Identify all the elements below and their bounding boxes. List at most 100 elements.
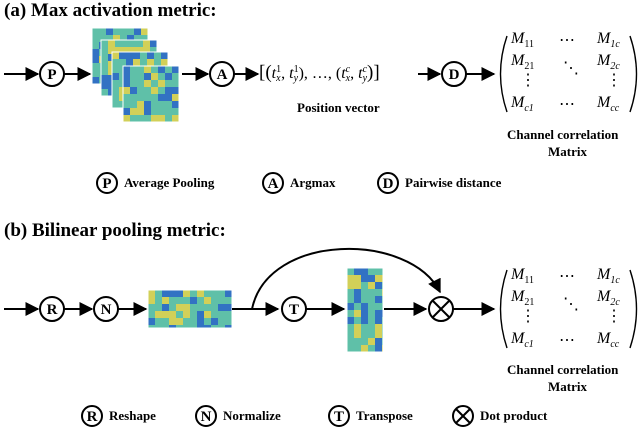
node-pool-letter: P (47, 67, 56, 83)
matrix-b-m11: M11 (511, 266, 534, 287)
heatmap-cell (162, 325, 169, 328)
heatmap-cell (225, 311, 232, 318)
heatmap-cell (361, 275, 368, 282)
matrix-b-m21: M21 (511, 288, 535, 309)
heatmap-cell (172, 115, 179, 122)
heatmap-cell (108, 40, 115, 47)
heatmap-cell (361, 303, 368, 310)
heatmap-cell (148, 311, 155, 318)
heatmap-cell (119, 59, 126, 66)
heatmap-cell (137, 73, 144, 80)
legend-a-argmax-icon: A (262, 172, 284, 194)
heatmap-cell (190, 297, 197, 304)
heatmap-cell (218, 311, 225, 318)
heatmap-cell (101, 89, 108, 96)
heatmap-cell (361, 345, 368, 352)
heatmap-cell (347, 289, 354, 296)
feature-map-stack (91, 27, 180, 123)
heatmap-cell (101, 61, 108, 68)
heatmap-cell (169, 311, 176, 318)
heatmap-cell (158, 87, 165, 94)
heatmap-cell (197, 304, 204, 311)
heatmap-cell (161, 59, 168, 66)
heatmap-cell (361, 310, 368, 317)
heatmap-cell (155, 304, 162, 311)
heatmap-cell (120, 35, 127, 42)
heatmap-cell (162, 318, 169, 325)
heatmap-cell (113, 28, 120, 35)
heatmap-cell (130, 66, 137, 73)
heatmap-cell (136, 40, 143, 47)
heatmap-cell (375, 268, 382, 275)
node-pool: P (39, 61, 65, 87)
heatmap-cell (137, 101, 144, 108)
heatmap-cell (375, 303, 382, 310)
matrix-b-m1c: M1c (597, 266, 620, 287)
matrix-b-hdots-bottom: ⋯ (559, 332, 575, 349)
matrix-a-caption-line1: Channel correlation (507, 127, 619, 142)
heatmap-cell (354, 310, 361, 317)
heatmap-cell (347, 324, 354, 331)
heatmap-cell (147, 52, 154, 59)
heatmap-cell (204, 318, 211, 325)
heatmap-cell (162, 297, 169, 304)
heatmap-cell (197, 318, 204, 325)
heatmap-cell (162, 304, 169, 311)
heatmap-cell (112, 101, 119, 108)
node-distance-letter: D (449, 67, 460, 83)
heatmap-cell (144, 115, 151, 122)
heatmap-cell (144, 80, 151, 87)
heatmap-cell (123, 94, 130, 101)
heatmap-cell (137, 66, 144, 73)
svg-text:P: P (102, 176, 111, 192)
heatmap-cell (141, 35, 148, 42)
feature-map-4 (122, 65, 180, 123)
heatmap-cell (158, 66, 165, 73)
heatmap-cell (158, 115, 165, 122)
heatmap-cell (130, 87, 137, 94)
heatmap-cell (368, 289, 375, 296)
heatmap-cell (211, 304, 218, 311)
node-distance: D (441, 61, 467, 87)
heatmap-cell (347, 282, 354, 289)
heatmap-cell (211, 318, 218, 325)
node-dot-product (428, 296, 454, 322)
heatmap-cell (165, 115, 172, 122)
heatmap-cell (155, 290, 162, 297)
heatmap-cell (150, 40, 157, 47)
legend-b-normalize-label: Normalize (223, 408, 281, 423)
heatmap-cell (112, 80, 119, 87)
heatmap-cell (126, 59, 133, 66)
heatmap-cell (172, 66, 179, 73)
heatmap-cell (176, 297, 183, 304)
heatmap-cell (92, 49, 99, 56)
heatmap-cell (119, 52, 126, 59)
heatmap-cell (375, 345, 382, 352)
heatmap-cell (190, 304, 197, 311)
heatmap-cell (137, 80, 144, 87)
heatmap-cell (165, 108, 172, 115)
heatmap-cell (113, 35, 120, 42)
heatmap-cell (143, 40, 150, 47)
heatmap-cell (144, 66, 151, 73)
heatmap-cell (140, 52, 147, 59)
heatmap-cell (347, 310, 354, 317)
heatmap-cell (197, 325, 204, 328)
heatmap-cell (176, 304, 183, 311)
heatmap-cell (158, 101, 165, 108)
svg-text:T: T (289, 302, 299, 318)
matrix-b-mcc: Mcc (597, 330, 620, 351)
matrix-b-caption-line1: Channel correlation (507, 362, 619, 377)
heatmap-cell (368, 303, 375, 310)
heatmap-cell (361, 331, 368, 338)
heatmap-cell (123, 101, 130, 108)
svg-text:N: N (101, 302, 112, 318)
node-normalize: N (93, 296, 119, 322)
heatmap-cell (176, 311, 183, 318)
heatmap-cell (368, 345, 375, 352)
heatmap-cell (204, 290, 211, 297)
heatmap-cell (368, 317, 375, 324)
heatmap-cell (92, 42, 99, 49)
heatmap-cell (148, 297, 155, 304)
